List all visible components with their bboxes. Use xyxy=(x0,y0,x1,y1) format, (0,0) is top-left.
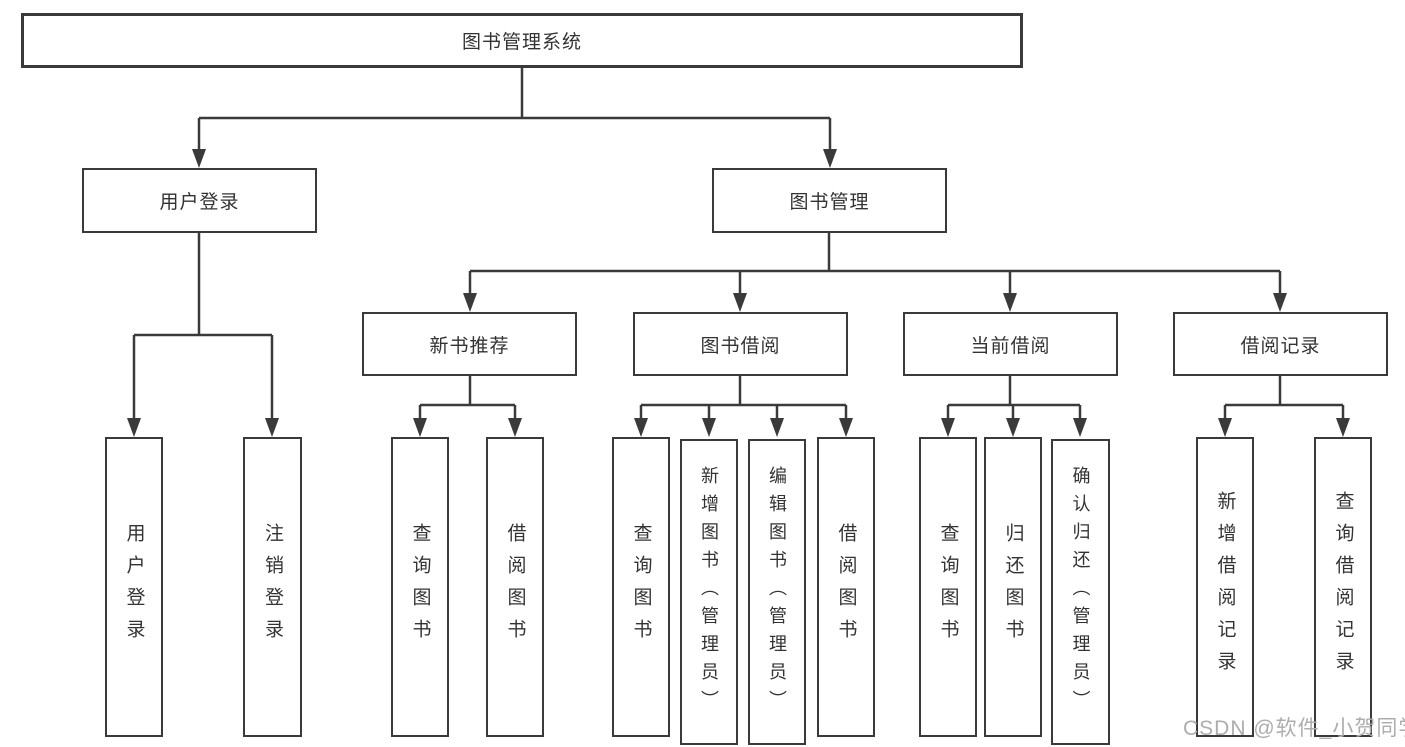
node-borrowing-records: 借阅记录 xyxy=(1173,312,1388,376)
leaf-query-books-1: 查询图书 xyxy=(391,437,449,737)
leaf-logout: 注销登录 xyxy=(243,437,302,737)
node-user-login: 用户登录 xyxy=(82,168,317,233)
node-book-management: 图书管理 xyxy=(712,168,947,233)
leaf-query-books-2: 查询图书 xyxy=(612,437,670,737)
leaf-return-books: 归还图书 xyxy=(984,437,1042,737)
leaf-add-borrow-record: 新增借阅记录 xyxy=(1196,437,1254,737)
leaf-query-books-3: 查询图书 xyxy=(919,437,977,737)
node-book-borrowing: 图书借阅 xyxy=(633,312,848,376)
node-new-book-recommendation: 新书推荐 xyxy=(362,312,577,376)
leaf-edit-books-admin: 编辑图书（管理员） xyxy=(748,439,806,745)
leaf-add-books-admin: 新增图书（管理员） xyxy=(680,439,738,745)
leaf-user-login: 用户登录 xyxy=(105,437,163,737)
node-current-borrowing: 当前借阅 xyxy=(903,312,1118,376)
leaf-borrow-books-1: 借阅图书 xyxy=(486,437,544,737)
arrowheads xyxy=(127,149,1350,437)
csdn-watermark: CSDN @软件_小贺同学 xyxy=(1183,717,1405,740)
leaf-confirm-return-admin: 确认归还（管理员） xyxy=(1051,439,1110,745)
node-library-management-system: 图书管理系统 xyxy=(21,13,1023,68)
leaf-borrow-books-2: 借阅图书 xyxy=(817,437,875,737)
leaf-query-borrow-record: 查询借阅记录 xyxy=(1314,437,1372,737)
